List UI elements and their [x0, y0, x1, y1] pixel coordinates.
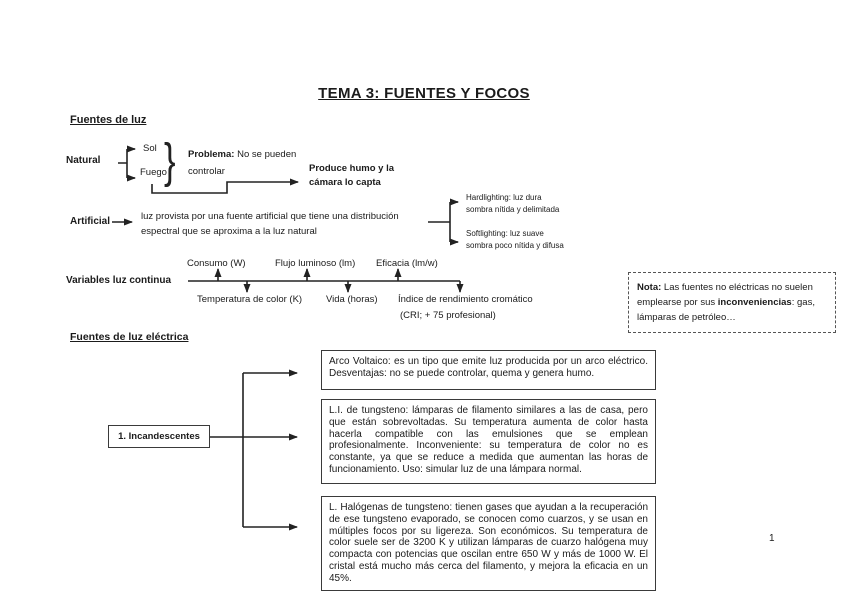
- softlighting-line2: sombra poco nítida y difusa: [466, 241, 564, 250]
- page-number: 1: [769, 533, 775, 544]
- natural-item-fuego: Fuego: [140, 167, 167, 178]
- softlighting-line1: Softlighting: luz suave: [466, 229, 544, 238]
- nota-text-1: Las fuentes no eléctricas no suelen empl…: [637, 282, 813, 308]
- natural-label: Natural: [66, 155, 101, 166]
- arco-voltaico-box: Arco Voltaico: es un tipo que emite luz …: [321, 350, 656, 390]
- curly-brace: }: [164, 135, 176, 188]
- halogenas-tungsteno-box: L. Halógenas de tungsteno: tienen gases …: [321, 496, 656, 591]
- produce-humo-note: Produce humo y la cámara lo capta: [309, 163, 394, 188]
- hardlighting-line1: Hardlighting: luz dura: [466, 193, 542, 202]
- softlighting-caption: Softlighting: luz suave sombra poco níti…: [466, 228, 564, 252]
- section-heading-fuentes-de-luz: Fuentes de luz: [70, 114, 147, 126]
- variable-indice-cromatico: Índice de rendimiento cromático: [398, 294, 533, 305]
- variable-cri-note: (CRI; + 75 profesional): [400, 310, 496, 321]
- artificial-label: Artificial: [70, 216, 111, 227]
- variable-consumo: Consumo (W): [187, 258, 246, 269]
- variable-flujo-luminoso: Flujo luminoso (lm): [275, 258, 356, 269]
- problema-note: Problema: No se pueden controlar: [188, 146, 316, 180]
- variable-temperatura-color: Temperatura de color (K): [197, 294, 303, 305]
- hardlighting-caption: Hardlighting: luz dura sombra nítida y d…: [466, 192, 559, 216]
- page-title: TEMA 3: FUENTES Y FOCOS: [318, 85, 530, 102]
- nota-label: Nota:: [637, 282, 662, 293]
- li-tungsteno-box: L.I. de tungsteno: lámparas de filamento…: [321, 399, 656, 484]
- nota-box: Nota: Las fuentes no eléctricas no suele…: [628, 272, 836, 333]
- artificial-description: luz provista por una fuente artificial q…: [141, 211, 399, 237]
- problema-text: No se pueden controlar: [188, 149, 297, 177]
- problema-label: Problema:: [188, 149, 235, 160]
- hardlighting-line2: sombra nítida y delimitada: [466, 205, 560, 214]
- variable-eficacia: Eficacia (lm/w): [376, 258, 438, 269]
- natural-item-sol: Sol: [143, 143, 157, 154]
- section-heading-fuentes-electrica: Fuentes de luz eléctrica: [70, 331, 189, 343]
- natural-bracket-line: [118, 149, 128, 178]
- incandescentes-box: 1. Incandescentes: [108, 425, 210, 448]
- variables-label: Variables luz continua: [66, 275, 172, 286]
- nota-text-3: : gas, lámparas de petróleo…: [637, 297, 815, 323]
- nota-bold-inconveniencias: inconveniencias: [717, 297, 792, 308]
- variable-vida: Vida (horas): [326, 294, 378, 305]
